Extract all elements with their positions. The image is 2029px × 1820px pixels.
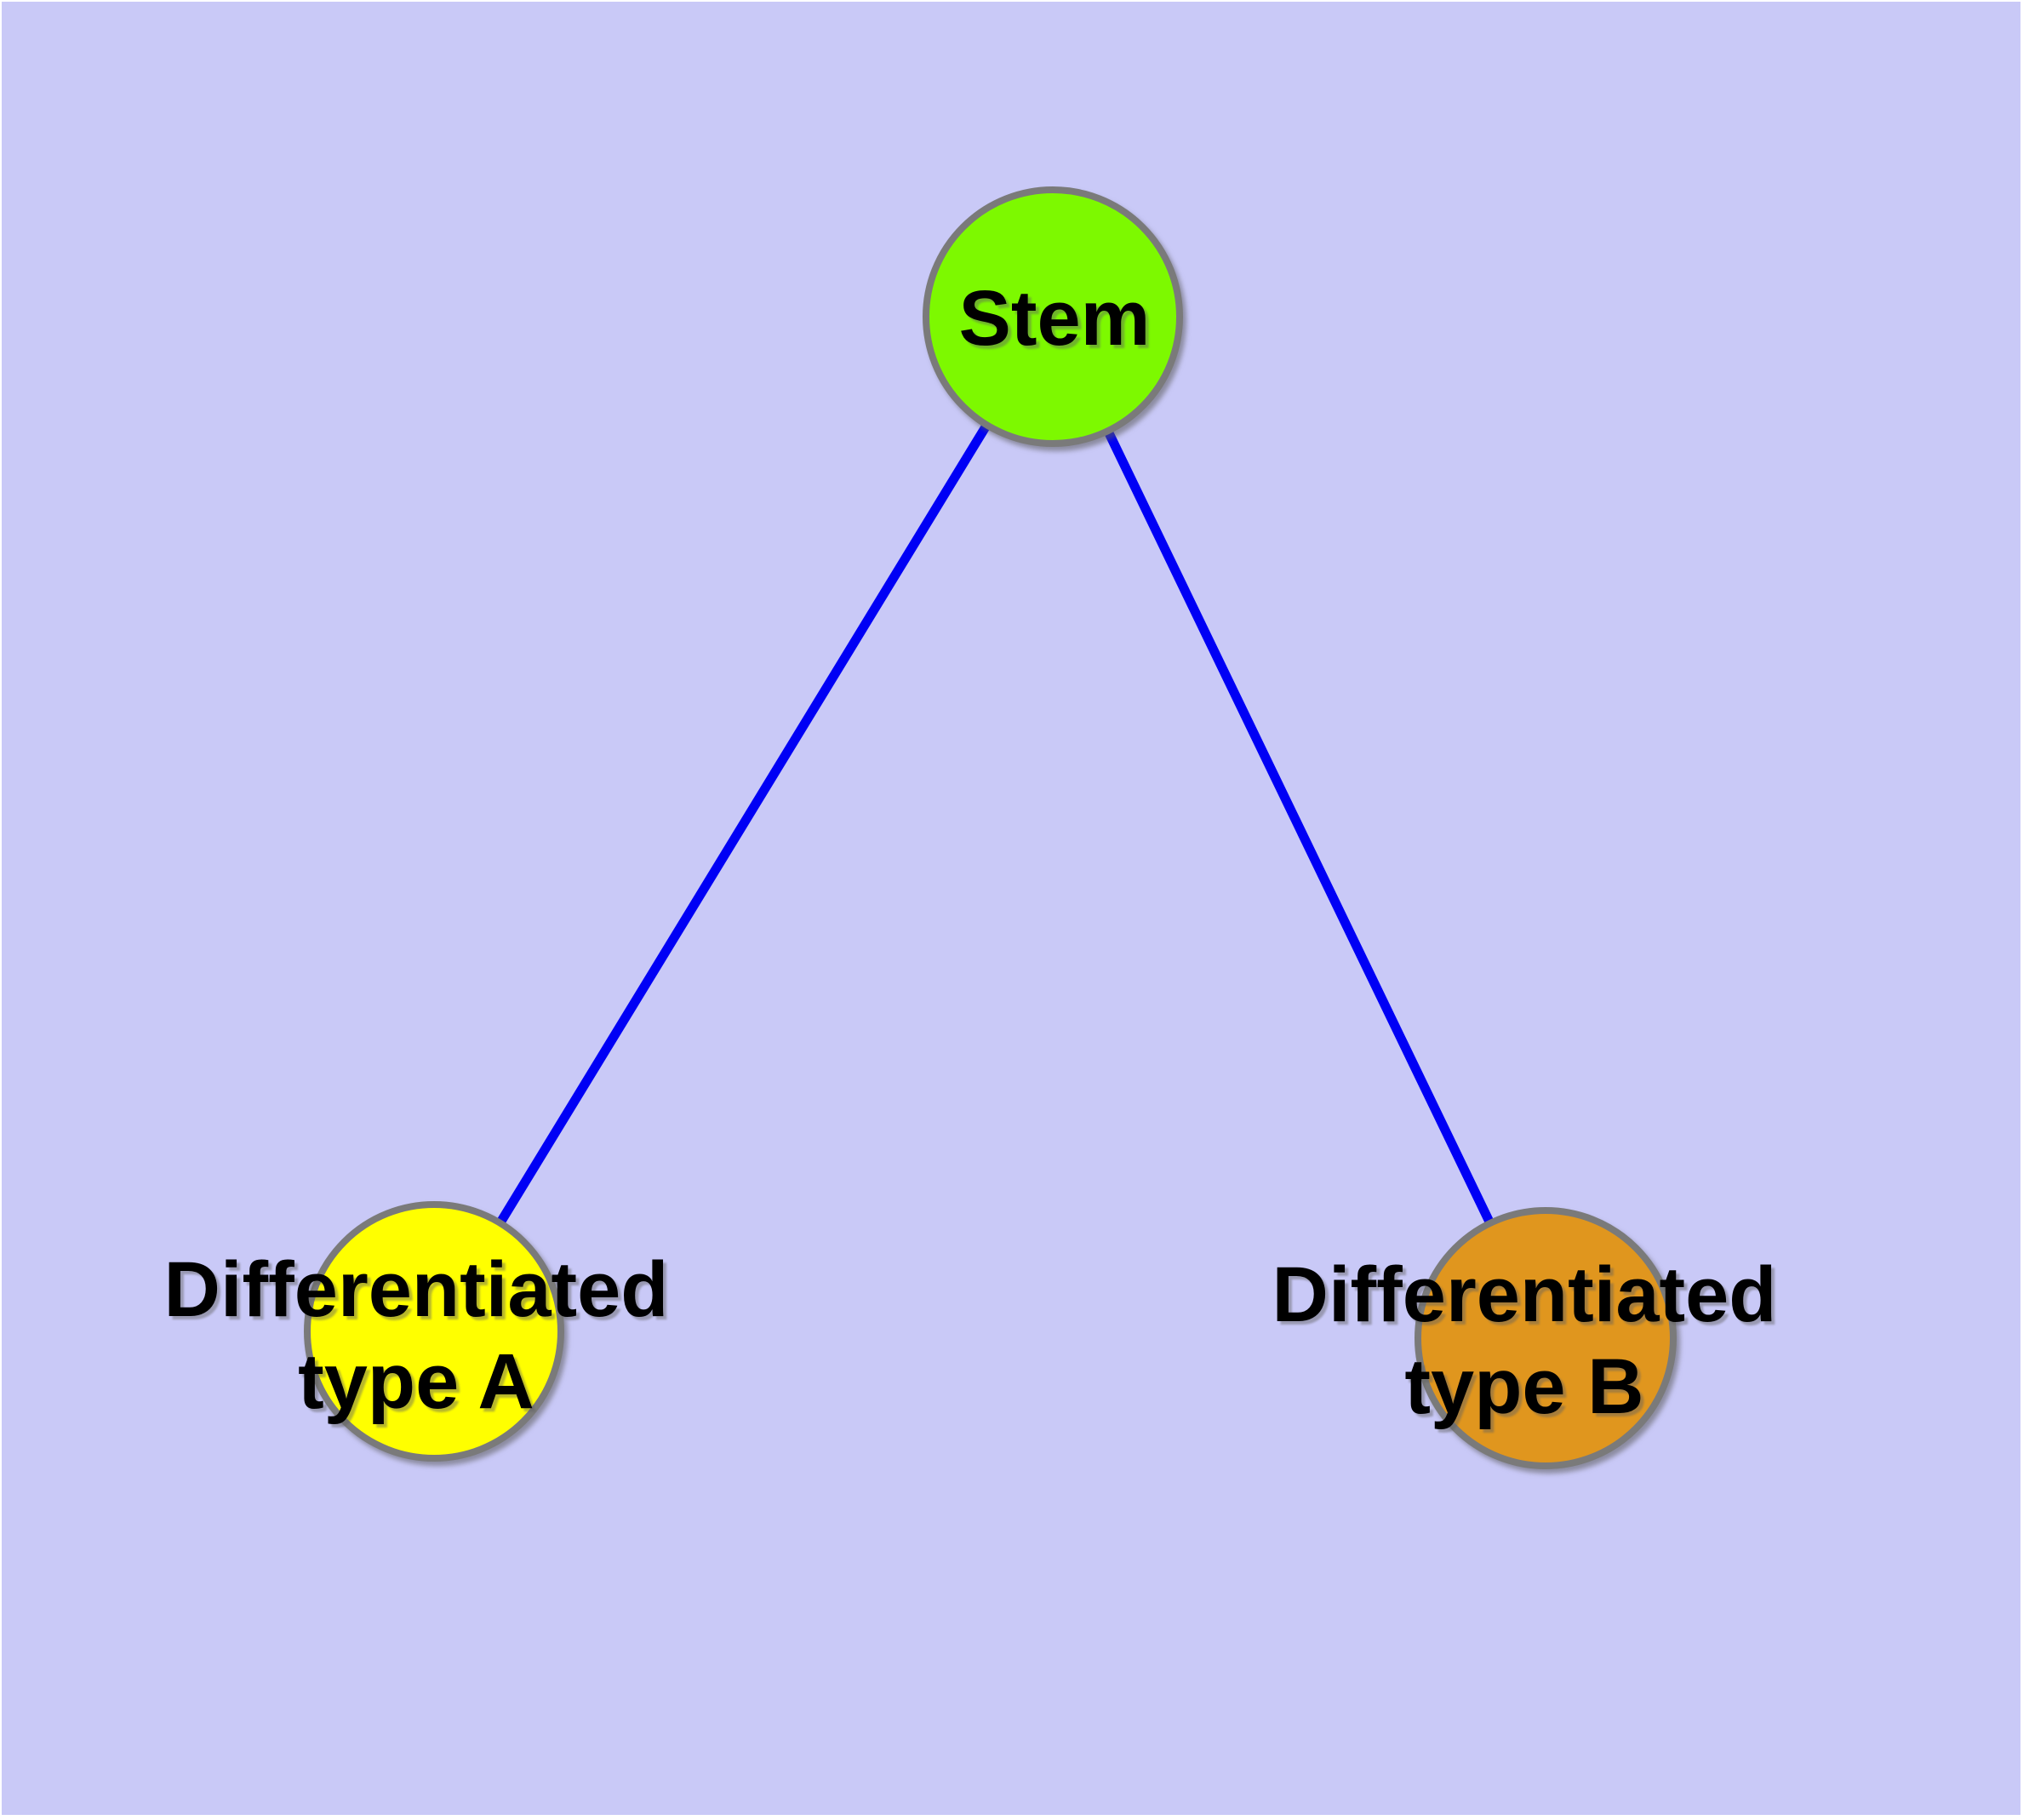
- edge-stem-to-type-a: [429, 312, 1058, 1336]
- node-differentiated-type-b: Differentiated type B: [1272, 1207, 1777, 1469]
- type-a-node-circle: [304, 1201, 564, 1462]
- stem-node-label: Stem: [959, 275, 1151, 362]
- type-a-node-label-line1: Differentiated: [164, 1246, 669, 1333]
- edge-stem-to-type-b: [1048, 312, 1551, 1343]
- node-differentiated-type-a: Differentiated type A: [164, 1201, 669, 1462]
- type-b-node-circle: [1415, 1207, 1677, 1469]
- node-stem: Stem: [923, 186, 1183, 447]
- type-b-node-label-line1: Differentiated: [1272, 1251, 1777, 1338]
- type-a-node-label-line2: type A: [298, 1338, 534, 1425]
- stem-node-circle: [923, 186, 1183, 447]
- type-b-node-label-line2: type B: [1404, 1343, 1643, 1430]
- edges: [429, 312, 1551, 1343]
